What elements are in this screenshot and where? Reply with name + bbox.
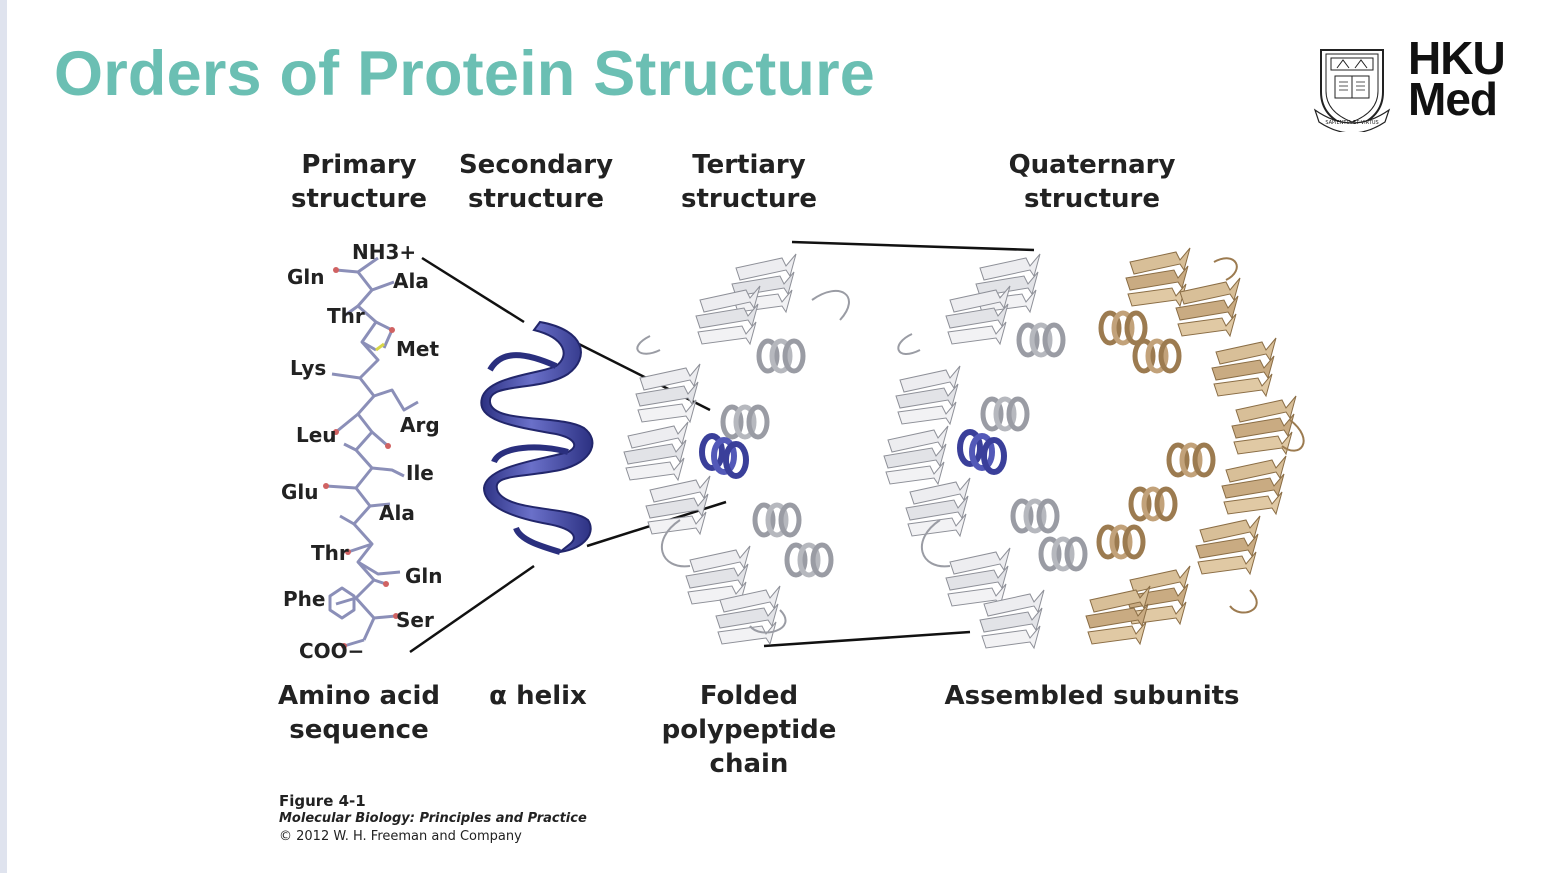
aa-label-thr-1: Thr — [327, 304, 365, 328]
quaternary-subunit-tan — [1085, 247, 1305, 645]
hku-med-logo: HKU Med — [1408, 32, 1506, 125]
aa-label-ala-2: Ala — [379, 501, 415, 525]
logo-line-2: Med — [1408, 73, 1498, 125]
header-primary: Primary structure — [290, 150, 428, 214]
header-quaternary: Quaternary structure — [1008, 150, 1176, 214]
aa-label-ala-1: Ala — [393, 269, 429, 293]
aa-label-glu: Glu — [281, 480, 319, 504]
figure-number: Figure 4-1 — [279, 792, 366, 810]
amino-acid-chain — [325, 256, 419, 648]
aa-label-lys: Lys — [290, 356, 327, 380]
university-seal-icon: SAPIENTIA ET VIRTUS — [1313, 49, 1391, 132]
amino-acid-oxygens — [323, 267, 399, 649]
aa-label-arg: Arg — [400, 413, 440, 437]
alpha-helix — [480, 320, 594, 555]
caption-folded-chain: Folded polypeptide chain — [661, 681, 837, 779]
aa-label-gln-1: Gln — [287, 265, 325, 289]
aa-label-ile: Ile — [406, 461, 434, 485]
caption-assembled-subunits: Assembled subunits — [944, 681, 1240, 711]
figure-credit: Figure 4-1 Molecular Biology: Principles… — [279, 792, 587, 846]
slide-left-edge — [0, 0, 7, 873]
aa-label-phe: Phe — [283, 587, 326, 611]
caption-alpha-helix: α helix — [489, 681, 587, 711]
aa-label-leu: Leu — [296, 423, 337, 447]
figure-book-title: Molecular Biology: Principles and Practi… — [279, 811, 587, 826]
slide-title: Orders of Protein Structure — [54, 39, 876, 109]
aa-label-thr-2: Thr — [311, 541, 349, 565]
figure-copyright: © 2012 W. H. Freeman and Company — [279, 829, 522, 844]
quaternary-subunit-grey — [883, 253, 1085, 649]
logo-line-1: HKU — [1408, 32, 1506, 84]
header-tertiary: Tertiary structure — [680, 150, 818, 214]
aa-label-nh3: NH3+ — [352, 240, 417, 264]
aa-label-ser: Ser — [396, 608, 434, 632]
aa-label-coo: COO− — [299, 639, 365, 663]
seal-motto: SAPIENTIA ET VIRTUS — [1325, 120, 1378, 126]
tertiary-folded-chain — [623, 253, 850, 645]
methionine-sulfur — [375, 342, 385, 352]
caption-amino-acid-sequence: Amino acid sequence — [277, 681, 441, 745]
header-secondary: Secondary structure — [458, 150, 614, 214]
aa-label-gln-2: Gln — [405, 564, 443, 588]
aa-label-met: Met — [396, 337, 440, 361]
